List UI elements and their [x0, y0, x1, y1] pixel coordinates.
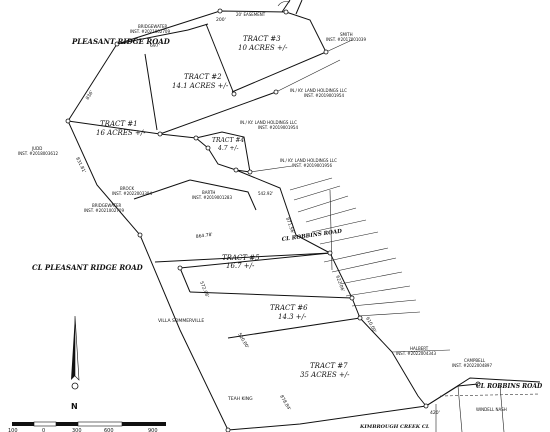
owner-labels: BRIDGEWATER INST. #2021002709 20' EASEME…	[18, 12, 507, 412]
owner-campbell-name: CAMPBELL	[464, 358, 486, 363]
owner-ky-land-3-name: IN./ KY. LAND HOLDINGS LLC	[280, 158, 337, 163]
tract-2-acres: 14.1 ACRES +/-	[172, 82, 229, 90]
tract-2-name: TRACT #2	[184, 73, 222, 81]
tract-1-acres: 16 ACRES +/-	[96, 129, 146, 137]
tract-3-acres: 10 ACRES +/-	[238, 44, 288, 52]
owner-teah-king: TEAH KING	[227, 396, 253, 402]
owner-halbert-inst: INST. #2022004343	[396, 351, 436, 356]
dim-864: 864.78'	[195, 232, 213, 240]
dim-542: 542.92'	[258, 191, 273, 196]
tract-7-name: TRACT #7	[310, 362, 348, 370]
scale-bar: 100 0 300 600 900	[8, 421, 166, 432]
tract-4-name: TRACT #4	[212, 137, 244, 144]
road-label-kimbrough-creek: KIMBROUGH CREEK CL	[359, 424, 430, 430]
survey-points	[65, 8, 481, 432]
tract-6-acres: 14.3 +/-	[278, 313, 307, 321]
dim-200: 200'	[216, 17, 226, 23]
owner-brock-inst: INST. #2022003394	[112, 191, 152, 196]
neighbor-lot-lines	[249, 39, 505, 432]
scale-label-300: 300	[72, 428, 82, 432]
owner-bridgewater-bottom-inst: INST. #2021002709	[84, 208, 124, 213]
owner-ky-land-1-inst: INST. #2019001954	[304, 93, 344, 98]
tract-5-acres: 16.7 +/-	[226, 262, 255, 270]
owner-brock-name: BROCK	[120, 186, 134, 191]
tract-4-acres: 4.7 +/-	[217, 145, 239, 152]
owner-smith-name: SMITH	[340, 32, 353, 37]
owner-bridgewater-top-name: BRIDGEWATER	[138, 24, 168, 29]
north-label: N	[71, 402, 78, 411]
tract-3-name: TRACT #3	[243, 35, 281, 43]
owner-ky-land-1-name: IN./ KY. LAND HOLDINGS LLC	[290, 88, 347, 93]
owner-ky-land-3-inst: INST. #2019001956	[292, 163, 332, 168]
road-label-cl-pleasant-ridge: CL PLEASANT RIDGE ROAD	[32, 263, 144, 272]
easement-label: 20' EASEMENT	[236, 12, 266, 17]
road-label-pleasant-ridge: PLEASANT RIDGE ROAD	[71, 37, 171, 46]
boundary-lines	[67, 0, 541, 431]
owner-judd-inst: INST. #2018003612	[18, 151, 58, 156]
scale-label-100: 100	[8, 428, 18, 432]
dim-836: 836'	[85, 90, 95, 102]
owner-windell-nash: WINDELL NASH	[476, 407, 507, 412]
road-label-cl-robbins-right: CL ROBBINS ROAD	[476, 383, 543, 390]
owner-barth-name: BARTH	[202, 190, 215, 195]
tract-5-name: TRACT #5	[222, 254, 260, 262]
owner-bridgewater-bottom-name: BRIDGEWATER	[92, 203, 122, 208]
owner-barth-inst: INST. #2019001283	[192, 195, 232, 200]
dim-697: 697'	[150, 43, 160, 49]
tract-1-name: TRACT #1	[100, 120, 138, 128]
owner-ky-land-2-inst: INST. #2019001954	[258, 125, 298, 130]
owner-campbell-inst: INST. #2022004897	[452, 363, 492, 368]
dim-871: 871.56'	[284, 217, 295, 235]
tract-7-acres: 35 ACRES +/-	[300, 371, 350, 379]
dimension-labels: 200' 697' 836' 831.81' 542.92' 864.78' 8…	[74, 17, 440, 416]
villa-somerville-label: VILLA SOMMERVILLE	[158, 318, 204, 324]
scale-label-900: 900	[148, 428, 158, 432]
scale-label-0: 0	[42, 428, 45, 432]
dim-420: 420'	[430, 410, 440, 416]
owner-ky-land-2-name: IN./ KY. LAND HOLDINGS LLC	[240, 120, 297, 125]
owner-smith-inst: INST. #2017001039	[326, 37, 366, 42]
north-arrow: N	[71, 315, 80, 411]
scale-label-600: 600	[104, 428, 114, 432]
dim-622: 622.06'	[334, 275, 345, 293]
dim-878: 878.84'	[278, 394, 292, 412]
owner-halbert-name: HALBERT	[410, 346, 429, 351]
tract-6-name: TRACT #6	[270, 304, 308, 312]
dim-572: 572.06'	[198, 281, 210, 299]
owner-bridgewater-top-inst: INST. #2021002709	[130, 29, 170, 34]
owner-judd-name: JUDD	[31, 146, 42, 151]
